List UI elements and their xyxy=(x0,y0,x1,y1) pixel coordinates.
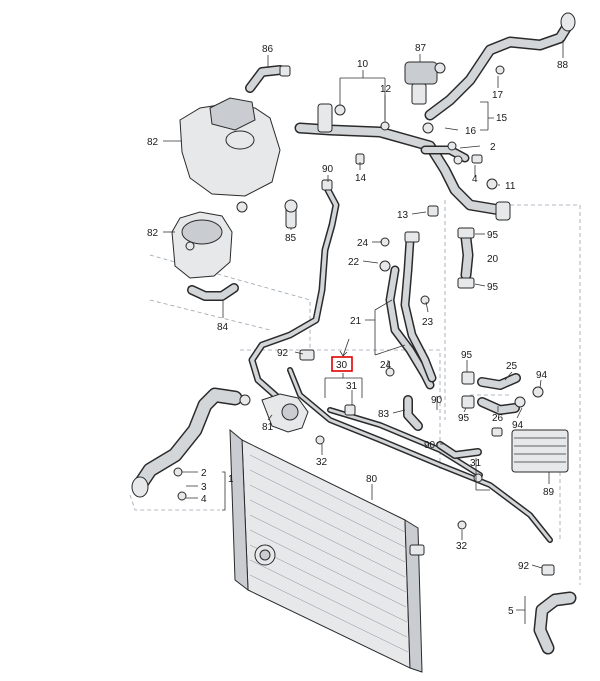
assembly-guide-lines xyxy=(129,200,581,585)
part-26-hose xyxy=(477,397,520,415)
label-95-c: 95 xyxy=(461,350,473,361)
label-4-upper: 4 xyxy=(472,174,478,185)
oil-cooler-89 xyxy=(511,429,569,473)
hose-upper-right xyxy=(424,12,576,121)
expansion-tank-82-lower xyxy=(171,211,233,279)
label-2-upper: 2 xyxy=(490,142,496,153)
part-number-labels: 86 87 88 10 12 17 15 16 82 90 14 2 4 11 … xyxy=(147,43,569,617)
label-20: 20 xyxy=(487,254,499,265)
coolant-pipe-upper xyxy=(294,103,511,221)
label-82-lower: 82 xyxy=(147,228,159,239)
part-90-return-hose xyxy=(248,179,340,414)
label-13: 13 xyxy=(397,210,409,221)
part-84-hose xyxy=(187,283,239,301)
label-26: 26 xyxy=(492,413,504,424)
label-31-b: 31 xyxy=(470,458,482,469)
label-11: 11 xyxy=(505,181,516,192)
radiator-upper-hose xyxy=(131,387,251,498)
label-94-a: 94 xyxy=(536,370,548,381)
label-12: 12 xyxy=(380,84,392,95)
label-25: 25 xyxy=(506,361,518,372)
label-23: 23 xyxy=(422,317,434,328)
part-90-small-hose xyxy=(436,441,482,459)
part-94-fittings xyxy=(491,386,544,437)
part-24-bolts xyxy=(380,237,430,377)
label-89: 89 xyxy=(543,487,555,498)
part-85-bleed-screw xyxy=(284,199,298,229)
label-10: 10 xyxy=(357,59,369,70)
label-82-upper: 82 xyxy=(147,137,159,148)
label-2-lower: 2 xyxy=(201,468,207,479)
label-87: 87 xyxy=(415,43,427,54)
label-16: 16 xyxy=(465,126,477,137)
part-25-hose xyxy=(477,373,521,390)
label-83: 83 xyxy=(378,409,390,420)
expansion-tank-82-upper xyxy=(179,97,281,213)
thermostat-housing-81 xyxy=(261,393,309,433)
label-84: 84 xyxy=(217,322,229,333)
label-92-b: 92 xyxy=(518,561,530,572)
label-90-upper: 90 xyxy=(322,164,334,175)
label-24-a: 24 xyxy=(357,238,369,249)
part-86-hose xyxy=(245,65,291,93)
label-14: 14 xyxy=(355,173,367,184)
label-94-b: 94 xyxy=(512,420,524,431)
left-fasteners xyxy=(173,435,483,530)
label-15: 15 xyxy=(496,113,508,124)
label-86: 86 xyxy=(262,44,274,55)
label-22: 22 xyxy=(348,257,360,268)
label-5: 5 xyxy=(508,606,514,617)
label-90-lower: 90 xyxy=(424,440,436,451)
label-32-a: 32 xyxy=(316,457,328,468)
label-24-b: 24 xyxy=(380,360,392,371)
leader-lines xyxy=(163,40,564,624)
part-20-hose xyxy=(457,227,475,289)
label-3: 3 xyxy=(201,482,207,493)
label-92-a: 92 xyxy=(277,348,289,359)
radiator-80 xyxy=(229,428,425,673)
label-1: 1 xyxy=(228,474,234,485)
label-95-b: 95 xyxy=(487,282,499,293)
label-32-b: 32 xyxy=(456,541,468,552)
label-95-a: 95 xyxy=(487,230,499,241)
label-21: 21 xyxy=(350,316,362,327)
label-31-a: 31 xyxy=(346,381,358,392)
highlight-box-30 xyxy=(331,356,353,372)
label-30: 30 xyxy=(336,360,348,371)
label-81: 81 xyxy=(262,422,274,433)
label-17: 17 xyxy=(492,90,504,101)
part-87-connector xyxy=(404,61,446,105)
part-30-coolant-line xyxy=(287,349,553,543)
part-95-clamps xyxy=(461,371,475,409)
label-80: 80 xyxy=(366,474,378,485)
label-95-d: 95 xyxy=(458,413,470,424)
part-21-pipe xyxy=(379,231,437,390)
part-83-hose xyxy=(403,395,423,431)
label-88: 88 xyxy=(557,60,569,71)
part-5-lower-hose xyxy=(533,564,577,655)
label-85: 85 xyxy=(285,233,297,244)
label-90-mid: 90 xyxy=(431,395,443,406)
label-4-lower: 4 xyxy=(201,494,207,505)
